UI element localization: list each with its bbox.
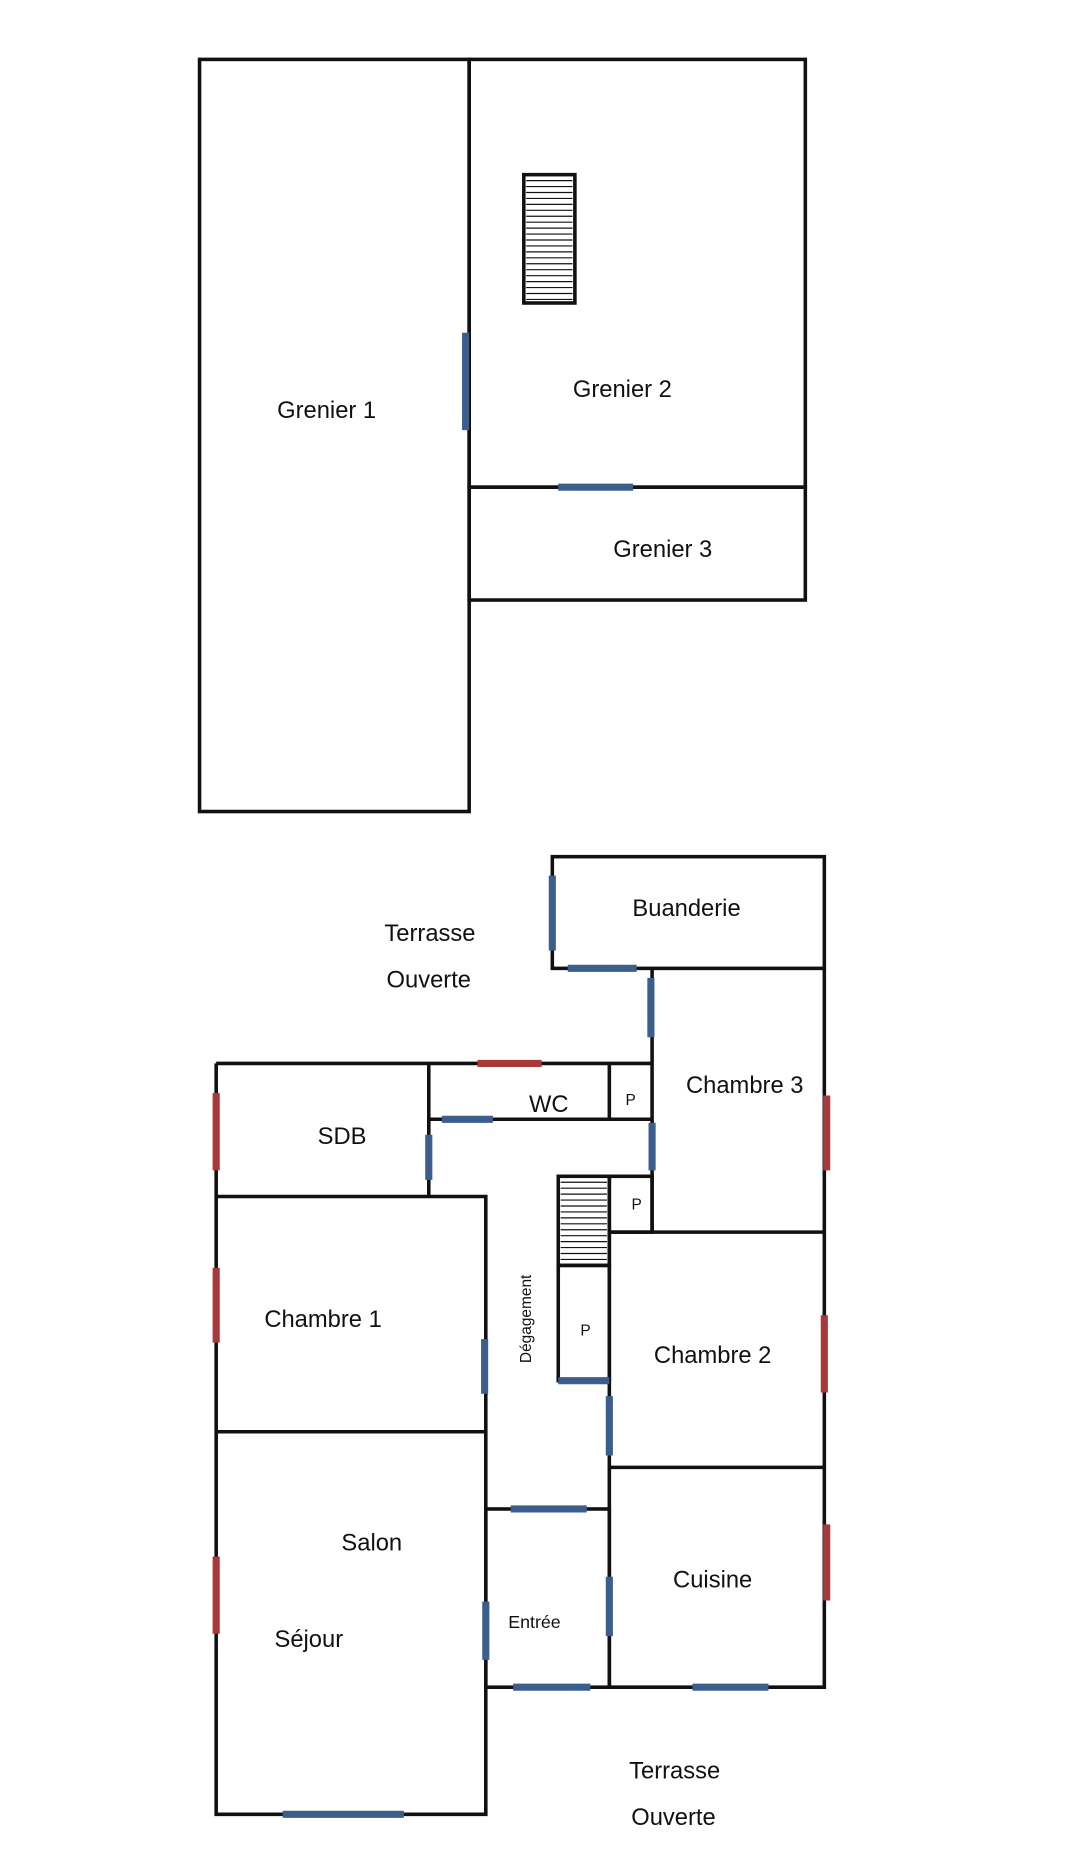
label-entree: Entrée <box>508 1612 561 1632</box>
label-chambre-3: Chambre 3 <box>686 1072 803 1099</box>
wall <box>609 968 827 1689</box>
label-buanderie: Buanderie <box>632 895 740 922</box>
label-grenier-1: Grenier 1 <box>277 397 376 424</box>
room-grenier-1 <box>197 57 471 814</box>
label-sejour: Séjour <box>274 1626 343 1653</box>
label-degagement: Dégagement <box>518 1274 535 1363</box>
label-grenier-3: Grenier 3 <box>613 536 712 563</box>
label-terrasse-top-1: Terrasse <box>384 920 475 947</box>
upper-floor: Grenier 1 Grenier 2 Grenier 3 <box>197 57 808 814</box>
label-terrasse-bottom-2: Ouverte <box>631 1804 715 1831</box>
room-grenier-2 <box>467 57 808 489</box>
wall <box>214 1063 488 1817</box>
label-chambre-1: Chambre 1 <box>264 1306 381 1333</box>
label-wc: WC <box>529 1091 569 1118</box>
staircase-icon <box>522 172 577 305</box>
label-placard-1: P <box>626 1092 636 1109</box>
staircase-icon <box>556 1174 612 1268</box>
room-entree <box>484 1507 612 1689</box>
room-grenier-3 <box>467 485 808 602</box>
label-cuisine: Cuisine <box>673 1566 752 1593</box>
label-terrasse-bottom-1: Terrasse <box>629 1758 720 1785</box>
label-sdb: SDB <box>318 1123 367 1150</box>
label-grenier-2: Grenier 2 <box>573 376 672 403</box>
label-salon: Salon <box>341 1530 402 1557</box>
label-placard-3: P <box>580 1323 590 1340</box>
label-chambre-2: Chambre 2 <box>654 1342 771 1369</box>
label-terrasse-top-2: Ouverte <box>387 966 471 993</box>
ground-floor: Terrasse Ouverte Buanderie Chambre 3 WC … <box>212 854 831 1831</box>
label-placard-2: P <box>632 1197 642 1214</box>
